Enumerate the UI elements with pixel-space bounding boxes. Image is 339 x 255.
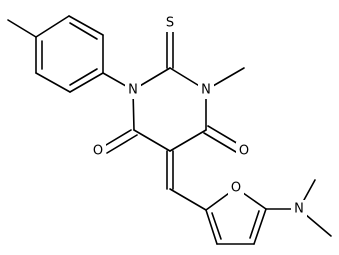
atom-n3: N xyxy=(198,81,214,99)
atom-s: S xyxy=(163,14,177,32)
atom-o-furan: O xyxy=(228,179,244,197)
tolyl-ring-bond xyxy=(35,72,71,93)
furan-inner-bond xyxy=(249,210,260,239)
furan-bond xyxy=(253,208,267,245)
tolyl-ring-inner-bond xyxy=(69,22,98,40)
atom-s-label: S xyxy=(166,16,174,31)
furan-bond xyxy=(205,209,218,245)
atom-o4: O xyxy=(90,142,106,160)
ring-bond xyxy=(133,129,171,152)
tolyl-ring-bond xyxy=(68,15,104,36)
atom-o4-label: O xyxy=(93,144,103,159)
atom-o6-label: O xyxy=(239,144,249,159)
atom-n1-label: N xyxy=(128,83,138,98)
carbonyl-double-bond xyxy=(106,134,138,154)
pyrimidine-ring xyxy=(100,31,245,190)
methyl-to-ring-bond xyxy=(7,19,37,38)
tolyl-group xyxy=(7,15,104,93)
methine-to-furan-bond xyxy=(169,188,207,211)
atom-n3-label: N xyxy=(201,83,211,98)
atom-o-furan-label: O xyxy=(231,181,241,196)
atom-n1: N xyxy=(125,81,141,99)
tolyl-ring-inner-bond xyxy=(69,68,98,86)
atom-n-amine-label: N xyxy=(294,202,304,217)
tolyl-ring-bond xyxy=(35,15,70,38)
atom-n-amine: N xyxy=(291,200,307,218)
furan-inner-bond xyxy=(211,212,222,240)
tolyl-ring-bond xyxy=(69,72,104,93)
carbonyl-double-bond xyxy=(207,125,241,146)
ring-bond xyxy=(169,129,207,152)
atom-o6: O xyxy=(236,142,252,160)
carbonyl-double-bond xyxy=(203,132,237,153)
